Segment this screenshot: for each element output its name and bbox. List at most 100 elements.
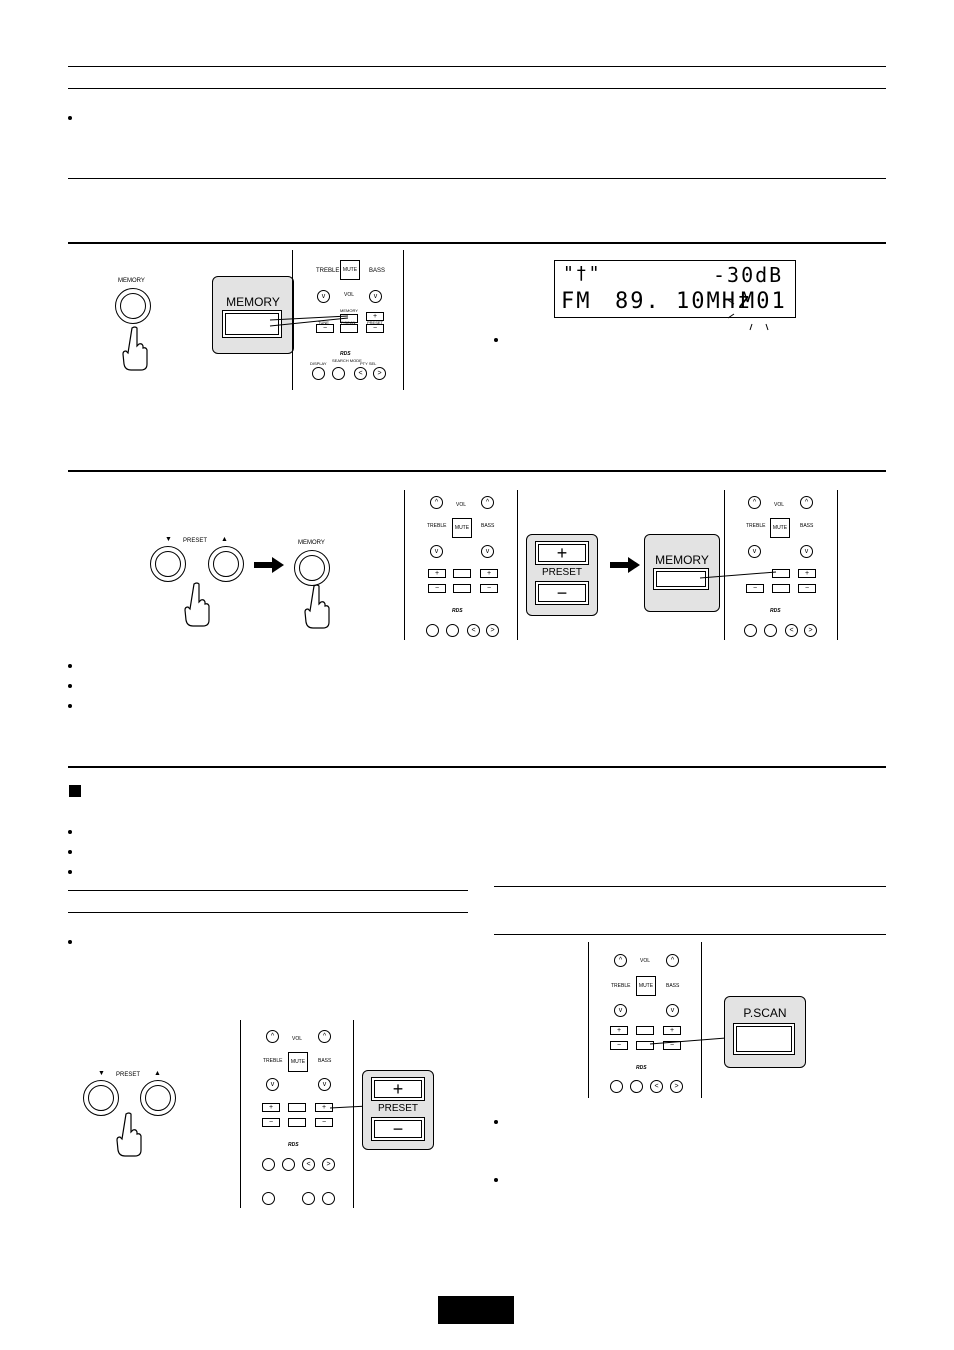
preset-minus-button[interactable]: − bbox=[480, 584, 498, 593]
preset-up-button[interactable] bbox=[140, 1080, 176, 1116]
tune-minus-button[interactable]: − bbox=[428, 584, 446, 593]
tune-plus-button[interactable]: + bbox=[262, 1103, 280, 1112]
memory-remote-button[interactable] bbox=[772, 569, 790, 578]
remote-control bbox=[240, 1020, 354, 1208]
search-mode-button[interactable] bbox=[282, 1158, 295, 1171]
memory-button[interactable] bbox=[294, 550, 330, 586]
treble-up-button[interactable]: ^ bbox=[748, 496, 761, 509]
preset-minus-button[interactable]: − bbox=[366, 324, 384, 333]
search-mode-button[interactable] bbox=[630, 1080, 643, 1093]
preset-minus-key: − bbox=[535, 581, 589, 605]
treble-down-button[interactable]: v bbox=[430, 545, 443, 558]
step-rule-1 bbox=[68, 242, 886, 244]
p-scan-button[interactable] bbox=[340, 324, 358, 333]
treble-down-button[interactable]: v bbox=[748, 545, 761, 558]
mute-button[interactable]: MUTE bbox=[770, 518, 790, 538]
preset-plus-button[interactable]: + bbox=[480, 569, 498, 578]
tune-minus-button[interactable]: − bbox=[610, 1041, 628, 1050]
display-button[interactable] bbox=[426, 624, 439, 637]
p-scan-button[interactable] bbox=[636, 1041, 654, 1050]
bass-down-button[interactable]: v bbox=[369, 290, 382, 303]
pty-right-button[interactable]: > bbox=[804, 624, 817, 637]
p-scan-button[interactable] bbox=[453, 584, 471, 593]
bass-up-button[interactable]: ^ bbox=[481, 496, 494, 509]
pty-left-button[interactable]: < bbox=[650, 1080, 663, 1093]
tune-minus-button[interactable]: − bbox=[262, 1118, 280, 1127]
preset-up-button[interactable] bbox=[208, 546, 244, 582]
bullet bbox=[68, 830, 72, 834]
bass-down-button[interactable]: v bbox=[800, 545, 813, 558]
bass-up-button[interactable]: ^ bbox=[666, 954, 679, 967]
search-mode-button[interactable] bbox=[332, 367, 345, 380]
treble-down-button[interactable]: v bbox=[266, 1078, 279, 1091]
bass-down-button[interactable]: v bbox=[318, 1078, 331, 1091]
bass-down-button[interactable]: v bbox=[481, 545, 494, 558]
preset-down-button[interactable] bbox=[83, 1080, 119, 1116]
memory-remote-button[interactable] bbox=[636, 1026, 654, 1035]
preset-up-arrow: ▲ bbox=[221, 536, 228, 543]
bullet bbox=[68, 116, 72, 120]
memory-callout-key bbox=[653, 568, 709, 590]
pty-right-button[interactable]: > bbox=[486, 624, 499, 637]
bass-down-button[interactable]: v bbox=[666, 1004, 679, 1017]
pty-left-button[interactable]: < bbox=[785, 624, 798, 637]
memory-remote-button[interactable] bbox=[288, 1103, 306, 1112]
pointing-hand-icon bbox=[184, 582, 210, 627]
pty-right-button[interactable]: > bbox=[670, 1080, 683, 1093]
pty-left-button[interactable]: < bbox=[354, 367, 367, 380]
preset-plus-button[interactable]: + bbox=[663, 1026, 681, 1035]
p-scan-button[interactable] bbox=[772, 584, 790, 593]
tune-plus-button[interactable]: + bbox=[428, 569, 446, 578]
memory-callout-label: MEMORY bbox=[655, 553, 709, 567]
search-mode-button[interactable] bbox=[446, 624, 459, 637]
preset-down-button[interactable] bbox=[150, 546, 186, 582]
preset-plus-key: + bbox=[371, 1077, 425, 1101]
remote-rds-logo: RDS bbox=[288, 1142, 299, 1148]
p-scan-button[interactable] bbox=[288, 1118, 306, 1127]
memory-remote-button[interactable] bbox=[453, 569, 471, 578]
preset-callout: + PRESET − bbox=[362, 1070, 434, 1150]
treble-up-button[interactable]: ^ bbox=[614, 954, 627, 967]
display-button[interactable] bbox=[262, 1158, 275, 1171]
pty-right-button[interactable]: > bbox=[322, 1158, 335, 1171]
remote-rds-logo: RDS bbox=[770, 608, 781, 614]
mute-button[interactable]: MUTE bbox=[636, 976, 656, 996]
preset-plus-button[interactable]: + bbox=[366, 312, 384, 321]
pointing-hand-icon bbox=[116, 1112, 142, 1157]
treble-down-button[interactable]: v bbox=[317, 290, 330, 303]
mute-button[interactable]: MUTE bbox=[288, 1052, 308, 1072]
pty-left-button[interactable]: < bbox=[302, 1158, 315, 1171]
tune-minus-button[interactable]: − bbox=[746, 584, 764, 593]
search-mode-button[interactable] bbox=[764, 624, 777, 637]
mute-button[interactable]: MUTE bbox=[452, 518, 472, 538]
memory-label: MEMORY bbox=[298, 540, 325, 546]
treble-up-button[interactable]: ^ bbox=[430, 496, 443, 509]
mute-button[interactable]: MUTE bbox=[340, 260, 360, 280]
pty-left-button[interactable]: < bbox=[467, 624, 480, 637]
subsection-rule-left-top bbox=[68, 890, 468, 891]
bass-up-button[interactable]: ^ bbox=[800, 496, 813, 509]
display-button[interactable] bbox=[312, 367, 325, 380]
treble-down-button[interactable]: v bbox=[614, 1004, 627, 1017]
bullet bbox=[68, 664, 72, 668]
display-button[interactable] bbox=[610, 1080, 623, 1093]
pause-button[interactable] bbox=[302, 1192, 315, 1205]
memory-callout-key bbox=[222, 310, 282, 338]
remote-vol-label: VOL bbox=[292, 1036, 303, 1042]
tune-minus-button[interactable]: − bbox=[316, 324, 334, 333]
bass-up-button[interactable]: ^ bbox=[318, 1030, 331, 1043]
preset-plus-button[interactable]: + bbox=[798, 569, 816, 578]
preset-minus-button[interactable]: − bbox=[798, 584, 816, 593]
tune-plus-button[interactable]: + bbox=[610, 1026, 628, 1035]
stop-button[interactable] bbox=[262, 1192, 275, 1205]
play-button[interactable] bbox=[322, 1192, 335, 1205]
callout-leader-line bbox=[269, 315, 349, 327]
p-scan-callout: P.SCAN bbox=[724, 996, 806, 1068]
display-button[interactable] bbox=[744, 624, 757, 637]
preset-callout-label: PRESET bbox=[541, 567, 582, 578]
pty-right-button[interactable]: > bbox=[373, 367, 386, 380]
preset-minus-button[interactable]: − bbox=[315, 1118, 333, 1127]
memory-button[interactable] bbox=[115, 288, 151, 324]
treble-up-button[interactable]: ^ bbox=[266, 1030, 279, 1043]
preset-minus-button[interactable]: − bbox=[663, 1041, 681, 1050]
